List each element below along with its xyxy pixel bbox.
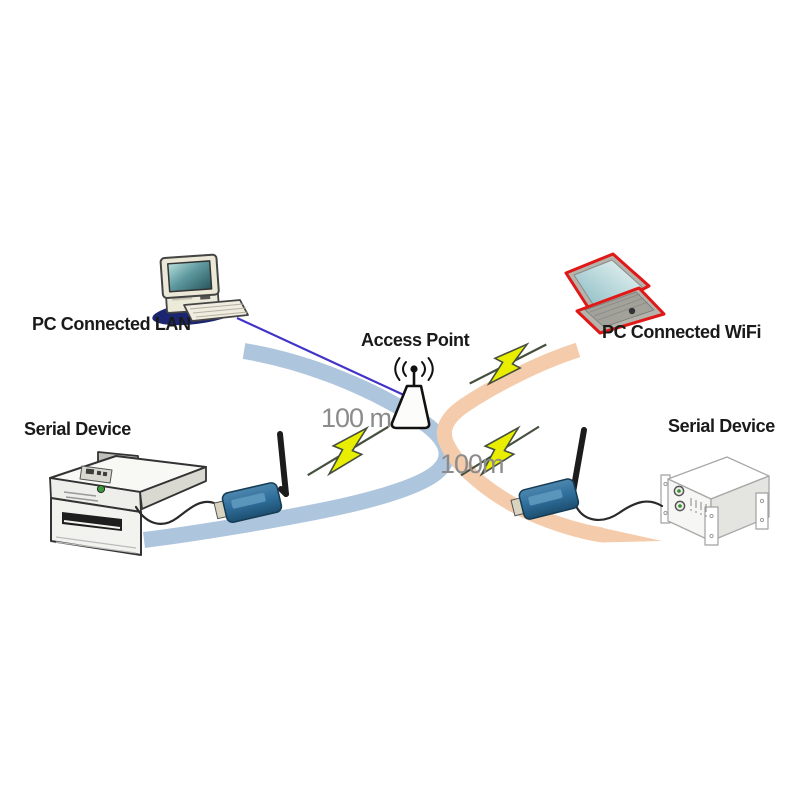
lightning-bolt-left-icon [307, 425, 389, 477]
label-access-point: Access Point [361, 330, 470, 350]
lightning-bolt-right-lower-icon [460, 425, 540, 477]
serial-cable-right [574, 500, 664, 521]
label-pc-connected-wifi: PC Connected WiFi [602, 322, 762, 342]
label-serial-device-left: Serial Device [24, 419, 131, 439]
coverage-swoosh-right [436, 342, 604, 543]
laptop-icon [564, 252, 666, 335]
serial-cable-left [134, 500, 216, 525]
lan-cable-line [236, 317, 407, 397]
lightning-bolt-right-upper-icon [469, 342, 547, 386]
distance-label-left: 100 m [321, 403, 392, 433]
coverage-swoosh-left [143, 343, 455, 548]
label-serial-device-right: Serial Device [668, 416, 775, 436]
desktop-pc-icon [152, 253, 249, 326]
printer-icon [49, 451, 207, 556]
serial-adapter-left-icon [213, 431, 289, 524]
access-point-antenna-icon [390, 357, 434, 430]
label-pc-connected-lan: PC Connected LAN [32, 314, 191, 334]
distance-label-right: 100m [440, 449, 505, 479]
coverage-swoosh-right-tip [601, 527, 662, 543]
serial-adapter-right-icon [510, 427, 587, 520]
rack-device-icon [660, 456, 770, 546]
